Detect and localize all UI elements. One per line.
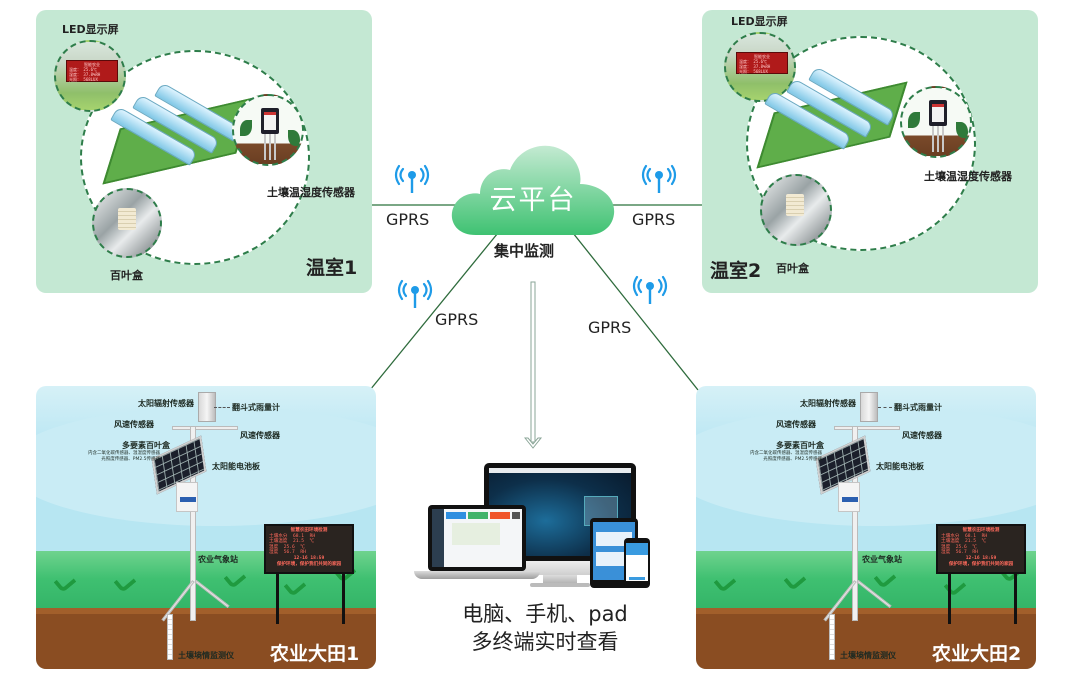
board-footer: 保护环境，保护我们共同的家园 — [948, 561, 1014, 567]
board-row: 土壤水分 68.1 RH — [269, 533, 316, 539]
led-line: 光照： 568LUX — [739, 69, 768, 74]
solar-panel-label: 太阳能电池板 — [876, 462, 924, 471]
cloud-platform-icon — [451, 145, 615, 235]
signal-tower-icon — [632, 275, 668, 304]
multi-element-box-desc: 内含二氧化碳传感器、温湿度传感器 光照度传感器、PM2.5传感器 — [750, 451, 822, 462]
gprs-label: GPRS — [632, 210, 676, 229]
cloud-platform: 云平台 — [448, 140, 618, 240]
board-row: 温度 25.6 ℃ — [941, 544, 977, 550]
board-time: 12-16 18:59 — [293, 555, 325, 561]
weather-station-label: 农业气象站 — [862, 555, 902, 564]
field-led-board: 智慧农田环境检测 土壤水分 68.1 RH 土壤温度 21.5 ℃ 温度 25.… — [936, 524, 1026, 574]
field-led-board: 智慧农田环境检测 土壤水分 68.1 RH 土壤温度 21.5 ℃ 温度 25.… — [264, 524, 354, 574]
field-title: 农业大田1 — [270, 643, 360, 665]
soil-moisture-probe — [167, 614, 173, 660]
rain-gauge-label: 翻斗式雨量计 — [894, 403, 942, 412]
control-box — [176, 482, 198, 512]
soil-monitor-label: 土壤墒情监测仪 — [840, 651, 896, 660]
board-row: 湿度 56.7 RH — [941, 550, 978, 556]
weather-station-pole — [190, 426, 196, 621]
shutter-box-thumbnail — [92, 188, 162, 258]
gprs-label: GPRS — [386, 210, 430, 229]
field-title: 农业大田2 — [932, 643, 1022, 665]
wind-speed-label-left: 风速传感器 — [776, 420, 816, 429]
led-display-thumbnail: 智能农业 温度： 25.6℃ 湿度： 37.8%RH 光照： 568LUX — [724, 32, 796, 102]
led-line: 湿度： 37.8%RH — [69, 72, 101, 77]
solar-panel-label: 太阳能电池板 — [212, 462, 260, 471]
board-row: 温度 25.6 ℃ — [269, 544, 305, 550]
led-display-screen: 智能农业 温度： 25.6℃ 湿度： 37.8%RH 光照： 568LUX — [736, 52, 788, 74]
greenhouse-panel-1: LED显示屏 智能农业 温度： 25.6℃ 湿度： 37.8%RH 光照： 56… — [36, 10, 372, 293]
down-arrow — [523, 281, 543, 449]
link-line-field-2 — [568, 227, 699, 391]
led-display-screen: 智能农业 温度： 25.6℃ 湿度： 37.8%RH 光照： 568LUX — [66, 60, 118, 82]
soil-sensor-thumbnail — [900, 86, 972, 158]
led-line: 湿度： 37.8%RH — [739, 64, 771, 69]
greenhouse-illustration — [756, 66, 908, 169]
greenhouse-title: 温室1 — [306, 257, 358, 279]
led-line: 温度： 25.6℃ — [69, 67, 98, 72]
soil-sensor-label: 土壤温湿度传感器 — [924, 170, 1012, 183]
weather-station-pole — [852, 426, 858, 621]
field-panel-2: 智慧农田环境检测 土壤水分 68.1 RH 土壤温度 21.5 ℃ 温度 25.… — [696, 386, 1036, 669]
wind-speed-label-right: 风速传感器 — [902, 431, 942, 440]
led-line: 温度： 25.6℃ — [739, 59, 768, 64]
cloud-platform-title: 云平台 — [489, 185, 577, 216]
greenhouse-illustration — [102, 82, 254, 185]
shutter-box-label: 百叶盒 — [110, 269, 143, 282]
led-line: 智能农业 — [754, 54, 770, 59]
greenhouse-title: 温室2 — [710, 260, 762, 282]
board-row: 土壤温度 21.5 ℃ — [941, 539, 987, 545]
gprs-label: GPRS — [435, 310, 479, 329]
board-footer: 保护环境，保护我们共同的家园 — [276, 561, 342, 567]
signal-tower-icon — [394, 164, 430, 193]
gprs-label: GPRS — [588, 318, 632, 337]
control-box — [838, 482, 860, 512]
soil-background — [696, 608, 1036, 669]
terminal-caption-line-1: 电脑、手机、pad — [462, 602, 628, 626]
multi-element-box-desc: 内含二氧化碳传感器、温湿度传感器 光照度传感器、PM2.5传感器 — [88, 451, 160, 462]
soil-sensor-label: 土壤温湿度传感器 — [267, 186, 355, 199]
solar-radiation-label: 太阳辐射传感器 — [138, 399, 194, 408]
shutter-box-label: 百叶盒 — [776, 262, 809, 275]
multi-element-box-label: 多要素百叶盒 — [122, 441, 170, 450]
board-row: 土壤水分 68.1 RH — [941, 533, 988, 539]
shutter-box-thumbnail — [760, 174, 832, 246]
signal-tower-icon — [641, 164, 677, 193]
soil-monitor-label: 土壤墒情监测仪 — [178, 651, 234, 660]
greenhouse-panel-2: LED显示屏 智能农业 温度： 25.6℃ 湿度： 37.8%RH 光照： 56… — [702, 10, 1038, 293]
link-line-field-1 — [369, 227, 503, 391]
led-display-label: LED显示屏 — [62, 23, 119, 36]
board-title: 智慧农田环境检测 — [962, 528, 1000, 533]
board-row: 湿度 56.7 RH — [269, 550, 306, 556]
phone — [624, 538, 650, 588]
signal-tower-icon — [397, 279, 433, 308]
wind-speed-label-right: 风速传感器 — [240, 431, 280, 440]
solar-radiation-label: 太阳辐射传感器 — [800, 399, 856, 408]
soil-moisture-probe — [829, 614, 835, 660]
field-panel-1: 智慧农田环境检测 土壤水分 68.1 RH 土壤温度 21.5 ℃ 温度 25.… — [36, 386, 376, 669]
wind-speed-label-left: 风速传感器 — [114, 420, 154, 429]
central-monitoring-label: 集中监测 — [494, 242, 555, 260]
led-display-thumbnail: 智能农业 温度： 25.6℃ 湿度： 37.8%RH 光照： 568LUX — [54, 40, 126, 112]
phone-screen — [626, 543, 648, 581]
rain-gauge-label: 翻斗式雨量计 — [232, 403, 280, 412]
laptop — [428, 505, 526, 571]
board-time: 12-16 18:59 — [965, 555, 997, 561]
board-row: 土壤温度 21.5 ℃ — [269, 539, 315, 545]
laptop-screen — [432, 509, 522, 567]
led-line: 智能农业 — [84, 62, 100, 67]
weather-station-label: 农业气象站 — [198, 555, 238, 564]
terminal-caption: 电脑、手机、pad 多终端实时查看 — [400, 600, 690, 656]
soil-background — [36, 608, 376, 669]
terminal-caption-line-2: 多终端实时查看 — [471, 630, 619, 654]
led-line: 光照： 568LUX — [69, 77, 98, 82]
board-title: 智慧农田环境检测 — [290, 528, 328, 533]
multi-element-box-label: 多要素百叶盒 — [776, 441, 824, 450]
soil-sensor-thumbnail — [232, 94, 304, 166]
led-display-label: LED显示屏 — [731, 15, 788, 28]
rain-gauge — [860, 392, 878, 422]
